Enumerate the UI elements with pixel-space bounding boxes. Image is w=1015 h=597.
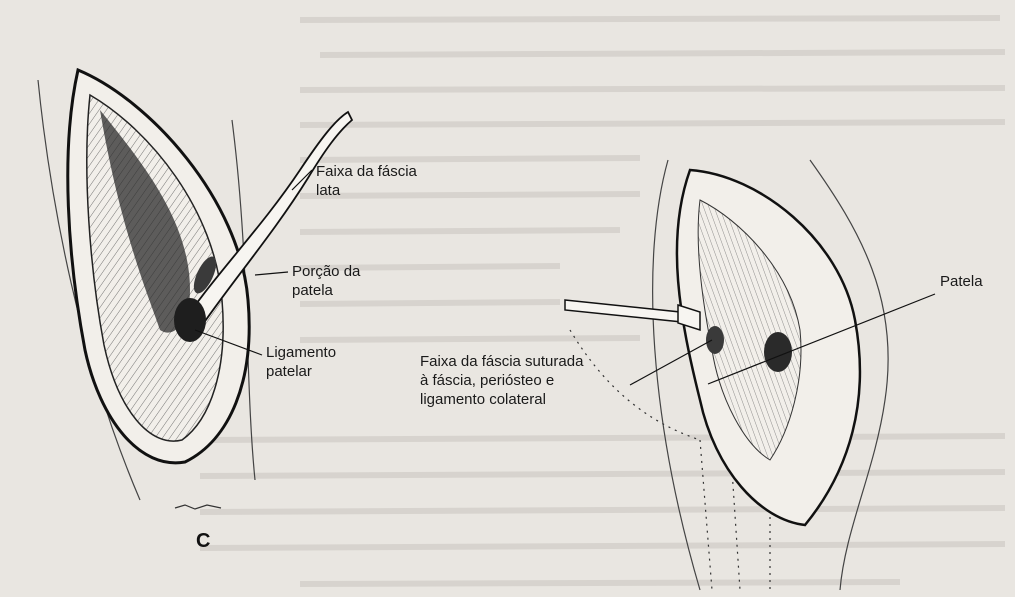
label-patellar-ligament: Ligamento patelar xyxy=(266,343,336,381)
label-sutured-strip: Faixa da fáscia suturada à fáscia, perió… xyxy=(420,352,583,409)
right-panel-drawing xyxy=(565,160,888,590)
label-fascia-strip: Faixa da fáscia lata xyxy=(316,162,417,200)
label-patella-portion: Porção da patela xyxy=(292,262,360,300)
background-text-bleed xyxy=(200,18,1005,584)
panel-letter: C xyxy=(196,530,210,553)
label-patella: Patela xyxy=(940,272,983,291)
